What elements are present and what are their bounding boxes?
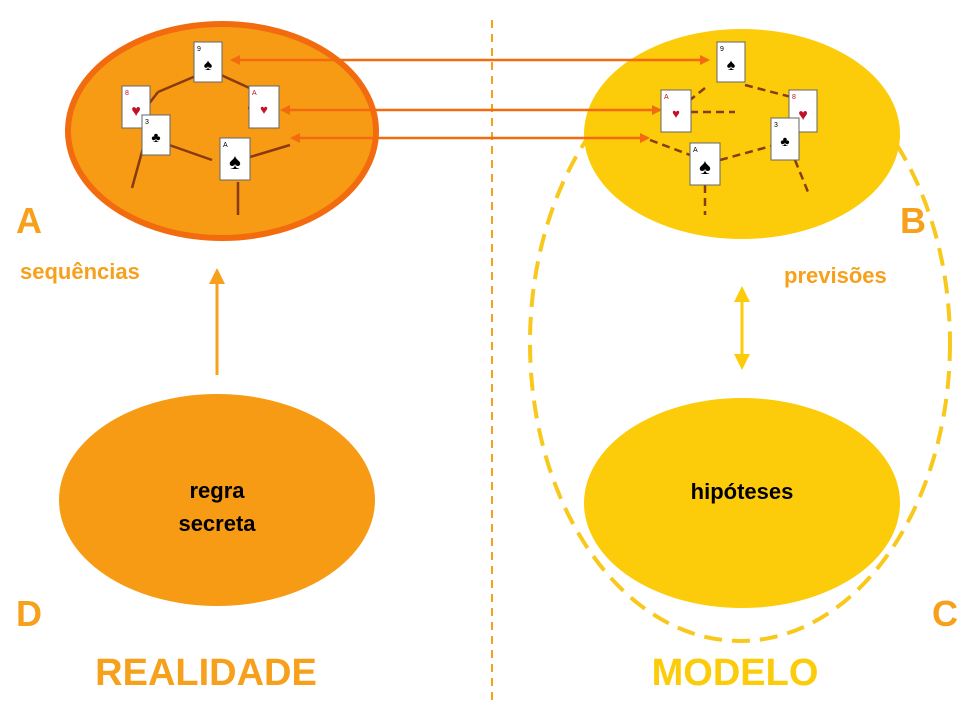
secret-rule-line2: secreta xyxy=(178,511,256,536)
corner-label-c: C xyxy=(932,593,958,634)
card-nine-of-spades-right: 9 ♠ xyxy=(716,41,746,83)
card-suit: ♥ xyxy=(260,102,268,117)
hypotheses-ellipse xyxy=(584,398,900,608)
card-rank: 8 xyxy=(792,94,796,101)
model-title: MODELO xyxy=(652,652,819,694)
card-suit: ♣ xyxy=(780,133,789,149)
predictions-ellipse xyxy=(584,29,900,239)
secret-rule-line1: regra xyxy=(189,478,245,503)
right-sequence-tree xyxy=(649,83,810,215)
card-suit: ♥ xyxy=(798,107,808,124)
card-ace-of-hearts-right: A ♥ xyxy=(660,89,692,133)
card-ace-of-spades-right: A ♠ xyxy=(689,142,721,186)
card-rank: A xyxy=(252,90,257,97)
card-suit: ♠ xyxy=(699,154,711,179)
sequences-label: sequências xyxy=(20,259,140,284)
card-ace-of-spades-left: A ♠ xyxy=(219,137,251,181)
card-suit: ♠ xyxy=(229,149,241,174)
card-rank: 3 xyxy=(145,119,149,126)
card-rank: A xyxy=(693,147,698,154)
hypotheses-label: hipóteses xyxy=(691,479,794,504)
card-rank: A xyxy=(223,142,228,149)
card-ace-of-hearts-left: A ♥ xyxy=(248,85,280,129)
card-suit: ♥ xyxy=(672,106,680,121)
card-suit: ♠ xyxy=(727,57,736,74)
card-three-of-clubs-right: 3 ♣ xyxy=(770,117,800,161)
card-rank: 3 xyxy=(774,122,778,129)
card-nine-of-spades-left: 9 ♠ xyxy=(193,41,223,83)
card-suit: ♥ xyxy=(131,103,141,120)
corner-label-d: D xyxy=(16,593,42,634)
card-suit: ♣ xyxy=(151,129,160,145)
card-rank: 9 xyxy=(720,46,724,53)
secret-rule-ellipse xyxy=(59,394,375,606)
card-rank: 9 xyxy=(197,46,201,53)
card-rank: A xyxy=(664,94,669,101)
card-suit: ♠ xyxy=(204,57,213,74)
sequences-ellipse xyxy=(65,21,379,241)
card-three-of-clubs-left: 3 ♣ xyxy=(141,114,171,156)
predictions-label: previsões xyxy=(784,263,887,288)
corner-label-a: A xyxy=(16,200,42,241)
card-rank: 8 xyxy=(125,90,129,97)
reality-title: REALIDADE xyxy=(95,652,317,694)
corner-label-b: B xyxy=(900,200,926,241)
